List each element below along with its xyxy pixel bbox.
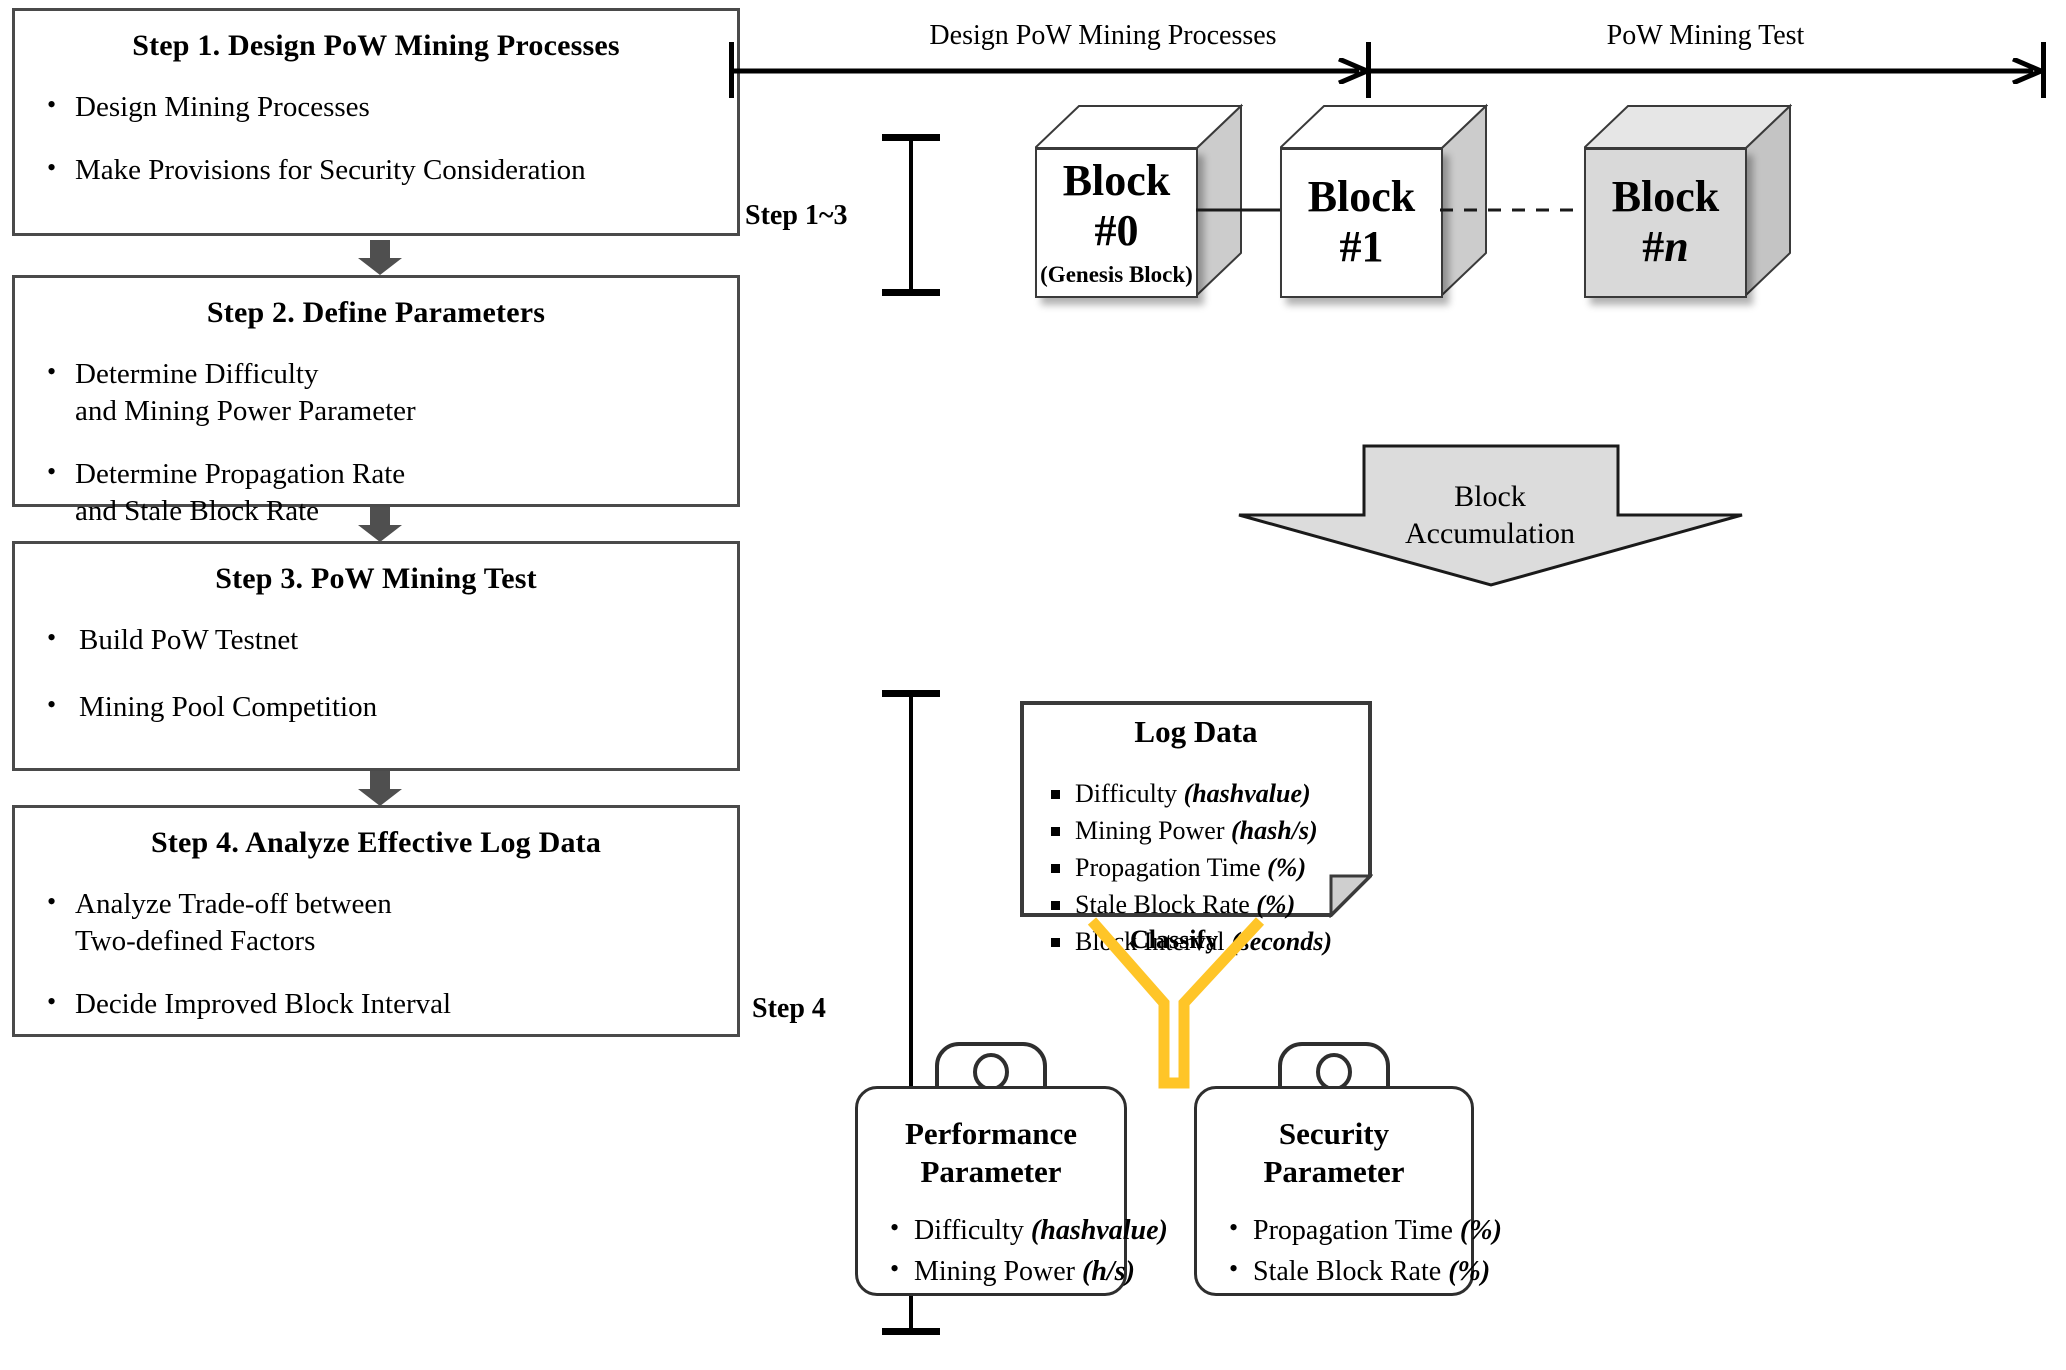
briefcase-title-security: Security Parameter xyxy=(1263,1116,1405,1189)
list-item: Mining Power (hash/s) xyxy=(1045,813,1332,850)
block-word-n: Block xyxy=(1611,172,1720,222)
bracket-cap-bottom xyxy=(882,1328,940,1335)
list-item: Stale Block Rate (%) xyxy=(1223,1250,1502,1293)
step-3-bullets: Build PoW Testnet Mining Pool Competitio… xyxy=(15,621,737,726)
block-subtitle-0: (Genesis Block) xyxy=(1040,261,1193,287)
briefcase-performance-parameter: Performance Parameter Difficulty (hashva… xyxy=(855,1040,1168,1296)
phase-arrow-mining-test xyxy=(1369,58,2045,84)
block-word-1: Block xyxy=(1307,172,1416,222)
block-cube-n: Block #n xyxy=(1584,103,1792,298)
briefcase-title-performance: Performance Parameter xyxy=(904,1116,1078,1189)
step-box-4: Step 4. Analyze Effective Log Data Analy… xyxy=(12,805,740,1037)
flow-arrow-2-to-3 xyxy=(358,507,402,542)
log-data-document: Log Data Difficulty (hashvalue) Mining P… xyxy=(1019,700,1373,956)
cube-top-and-side-1 xyxy=(1280,103,1488,298)
log-data-items: Difficulty (hashvalue) Mining Power (has… xyxy=(1045,776,1332,961)
cube-front-face-0: Block #0 (Genesis Block) xyxy=(1035,148,1198,298)
list-item: Make Provisions for Security Considerati… xyxy=(37,151,737,189)
list-item: Design Mining Processes xyxy=(37,88,737,126)
step-1-title: Step 1. Design PoW Mining Processes xyxy=(132,29,620,62)
classify-label: Classify xyxy=(1130,925,1219,954)
list-item: Determine Difficulty and Mining Power Pa… xyxy=(37,355,737,430)
cube-front-face-n: Block #n xyxy=(1584,148,1747,298)
accum-arrow-label: Block Accumulation xyxy=(1405,480,1575,550)
steps-flowchart-column: Step 1. Design PoW Mining Processes Desi… xyxy=(0,0,760,1370)
list-item: Difficulty (hashvalue) xyxy=(884,1209,1168,1252)
briefcase-body-security: Security Parameter Propagation Time (%) … xyxy=(1194,1086,1502,1296)
list-item: Stale Block Rate (%) xyxy=(1045,887,1332,924)
phase-label-design: Design PoW Mining Processes xyxy=(929,20,1277,51)
cube-front-face-1: Block #1 xyxy=(1280,148,1443,298)
step-box-2: Step 2. Define Parameters Determine Diff… xyxy=(12,275,740,527)
block-number-1: #1 xyxy=(1339,221,1384,271)
log-data-title: Log Data xyxy=(1134,714,1258,749)
funnel-shape xyxy=(1087,917,1265,1089)
list-item: Determine Propagation Rate and Stale Blo… xyxy=(37,455,737,530)
list-item: Decide Improved Block Interval xyxy=(37,985,737,1023)
block-accumulation-arrow: Block Accumulation xyxy=(1230,443,1750,588)
step-box-3: Step 3. PoW Mining Test Build PoW Testne… xyxy=(12,541,740,771)
bracket-step-4 xyxy=(882,690,940,1335)
block-cube-1: Block #1 xyxy=(1280,103,1488,298)
block-word-0: Block xyxy=(1062,156,1171,206)
bracket-stem xyxy=(909,690,913,1335)
accum-arrow-shape xyxy=(1238,444,1743,587)
bracket-stem xyxy=(909,134,913,296)
step-2-bullets: Determine Difficulty and Mining Power Pa… xyxy=(15,355,737,530)
list-item: Build PoW Testnet xyxy=(37,621,737,659)
list-item: Mining Power (h/s) xyxy=(884,1250,1168,1293)
step-1-bullets: Design Mining Processes Make Provisions … xyxy=(15,88,737,189)
briefcase-items-security: Propagation Time (%) Stale Block Rate (%… xyxy=(1223,1209,1502,1293)
step-3-title: Step 3. PoW Mining Test xyxy=(215,562,537,595)
briefcase-items-performance: Difficulty (hashvalue) Mining Power (h/s… xyxy=(884,1209,1168,1293)
list-item: Propagation Time (%) xyxy=(1223,1209,1502,1252)
list-item: Difficulty (hashvalue) xyxy=(1045,776,1332,813)
flow-arrow-3-to-4 xyxy=(358,771,402,806)
classify-funnel-icon xyxy=(1086,915,1266,1090)
step-2-title: Step 2. Define Parameters xyxy=(206,296,546,329)
phase-label-mining-test: PoW Mining Test xyxy=(1606,20,1805,51)
log-data-doc-shape xyxy=(1020,701,1373,918)
bracket-label-step-1-3: Step 1~3 xyxy=(745,200,848,231)
step-4-bullets: Analyze Trade-off between Two-defined Fa… xyxy=(15,885,737,1023)
step-4-title: Step 4. Analyze Effective Log Data xyxy=(150,826,602,859)
briefcase-security-parameter: Security Parameter Propagation Time (%) … xyxy=(1194,1040,1502,1296)
list-item: Analyze Trade-off between Two-defined Fa… xyxy=(37,885,737,960)
flow-arrow-1-to-2 xyxy=(358,240,402,275)
process-timeline-column: Design PoW Mining Processes PoW Mining T… xyxy=(729,0,2066,1370)
step-box-1: Step 1. Design PoW Mining Processes Desi… xyxy=(12,8,740,236)
list-item: Mining Pool Competition xyxy=(37,688,737,726)
block-number-0: #0 xyxy=(1094,206,1139,255)
bracket-step-1-3 xyxy=(882,134,940,296)
phase-arrow-design xyxy=(731,58,1371,84)
block-cube-0: Block #0 (Genesis Block) xyxy=(1035,103,1243,298)
block-number-n: #n xyxy=(1642,221,1689,271)
bracket-cap-bottom xyxy=(882,289,940,296)
briefcase-body-performance: Performance Parameter Difficulty (hashva… xyxy=(855,1086,1168,1296)
list-item: Propagation Time (%) xyxy=(1045,850,1332,887)
bracket-label-step-4: Step 4 xyxy=(752,993,826,1024)
